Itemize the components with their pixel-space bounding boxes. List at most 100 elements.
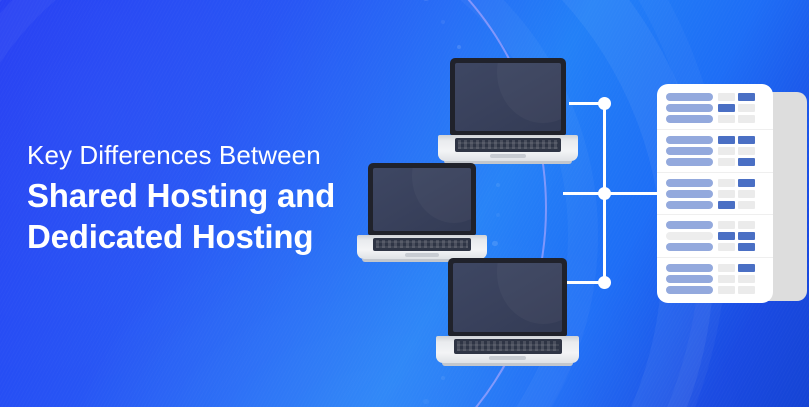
headline-line-2: Shared Hosting and xyxy=(27,177,336,214)
laptop-bottom-base xyxy=(436,336,579,363)
server-unit-led xyxy=(738,189,755,198)
connector-line-vertical xyxy=(603,103,606,283)
server-unit-led xyxy=(718,221,735,230)
decorative-dot xyxy=(495,212,500,217)
connector-line-mid-horizontal xyxy=(563,192,607,195)
server-unit-led xyxy=(738,146,755,155)
decorative-dot xyxy=(441,19,446,24)
connector-node-top xyxy=(598,97,611,110)
server-unit-leds xyxy=(718,135,755,166)
server-unit-bar xyxy=(666,104,713,112)
server-unit-bar xyxy=(666,275,713,283)
server-unit-led xyxy=(738,286,755,294)
laptop-bottom-trackpad xyxy=(489,356,526,360)
server-unit-led xyxy=(718,275,735,283)
server-unit-bar xyxy=(666,200,713,209)
server-unit-led xyxy=(738,178,755,187)
server-unit-led xyxy=(718,286,735,294)
server-unit-bar xyxy=(666,93,713,101)
server-unit-bars xyxy=(666,135,713,166)
laptop-middle-lid xyxy=(368,163,476,235)
laptop-middle-foot xyxy=(362,259,482,262)
decorative-dot xyxy=(492,240,498,247)
server-unit-led xyxy=(738,243,755,252)
server-unit-bar xyxy=(666,157,713,166)
decorative-dot xyxy=(423,0,429,2)
server-unit-bar xyxy=(666,243,713,252)
connector-line-server-link xyxy=(604,192,660,195)
headline-line-3: Dedicated Hosting xyxy=(27,218,314,255)
server-unit-bar xyxy=(666,115,713,123)
decorative-dot xyxy=(456,44,461,49)
server-unit-led xyxy=(738,221,755,230)
server-rack-unit xyxy=(657,171,773,213)
laptop-bottom-keyboard xyxy=(454,339,562,354)
connector-node-bottom xyxy=(598,276,611,289)
laptop-middle-base xyxy=(357,235,487,259)
server-rack-unit xyxy=(657,128,773,170)
banner-headline: Key Differences Between Shared Hosting a… xyxy=(27,138,335,257)
server-unit-led xyxy=(738,200,755,209)
decorative-dot xyxy=(423,398,429,405)
server-unit-led xyxy=(718,146,735,155)
decorative-dot xyxy=(495,183,500,188)
server-unit-led xyxy=(738,115,755,123)
server-unit-bars xyxy=(666,93,713,123)
server-unit-leds xyxy=(718,93,755,123)
headline-line-1: Key Differences Between xyxy=(27,140,321,170)
laptop-bottom-lid xyxy=(448,258,567,336)
laptop-bottom-screen xyxy=(453,263,562,332)
server-unit-led xyxy=(738,104,755,112)
server-unit-bar xyxy=(666,146,713,155)
laptop-middle-screen xyxy=(373,168,471,231)
server-unit-led xyxy=(738,264,755,272)
server-unit-led xyxy=(718,264,735,272)
laptop-top-foot xyxy=(444,161,572,164)
server-rack-unit xyxy=(657,214,773,255)
laptop-top-trackpad xyxy=(490,154,526,158)
laptop-top-screen xyxy=(455,63,561,131)
laptop-top-keys xyxy=(458,140,558,149)
server-rack-front xyxy=(657,84,773,303)
server-rack xyxy=(657,84,809,306)
laptop-bottom-foot xyxy=(442,363,573,366)
server-unit-bars xyxy=(666,178,713,209)
server-unit-leds xyxy=(718,221,755,252)
server-unit-led xyxy=(718,93,735,101)
server-unit-bar xyxy=(666,135,713,144)
laptop-middle-keys xyxy=(376,240,468,248)
server-unit-led xyxy=(738,275,755,283)
server-rack-unit xyxy=(666,89,764,127)
laptop-middle-keyboard xyxy=(373,238,471,251)
server-unit-led xyxy=(738,93,755,101)
server-rack-unit xyxy=(657,257,773,298)
laptop-middle-trackpad xyxy=(405,253,439,257)
server-unit-led xyxy=(718,157,735,166)
server-unit-led xyxy=(718,135,735,144)
connector-node-middle xyxy=(598,187,611,200)
server-unit-bar xyxy=(666,189,713,198)
server-unit-led xyxy=(738,135,755,144)
server-unit-bars xyxy=(666,264,713,294)
laptop-top-base xyxy=(438,135,578,161)
server-unit-leds xyxy=(718,178,755,209)
server-unit-led xyxy=(718,232,735,241)
laptop-middle xyxy=(357,163,487,262)
server-unit-bars xyxy=(666,221,713,252)
server-unit-bar xyxy=(666,264,713,272)
server-unit-bar xyxy=(666,178,713,187)
server-unit-led xyxy=(718,200,735,209)
server-unit-led xyxy=(718,189,735,198)
server-unit-led xyxy=(718,243,735,252)
server-unit-led xyxy=(738,157,755,166)
laptop-top-lid xyxy=(450,58,566,135)
laptop-bottom-keys xyxy=(457,341,559,351)
server-unit-led xyxy=(718,115,735,123)
server-unit-led xyxy=(718,104,735,112)
laptop-bottom xyxy=(436,258,579,366)
server-unit-led xyxy=(718,178,735,187)
server-unit-leds xyxy=(718,264,755,294)
server-unit-bar xyxy=(666,221,713,230)
decorative-dot xyxy=(441,376,446,381)
